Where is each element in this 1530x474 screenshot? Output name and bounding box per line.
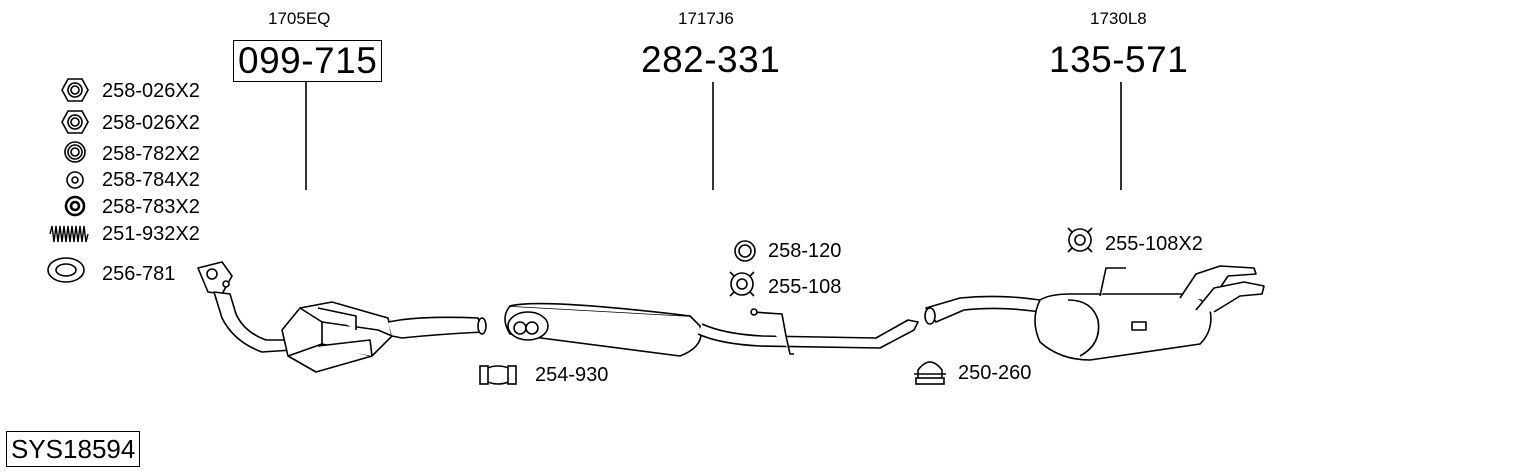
spring-icon bbox=[49, 225, 89, 243]
accessory-label: 258-026X2 bbox=[102, 112, 200, 134]
assembly-ref-label: 1705EQ bbox=[268, 9, 331, 28]
accessory-label: 254-930 bbox=[535, 364, 609, 386]
accessory-label: 258-120 bbox=[768, 240, 842, 262]
accessory-label: 255-108 bbox=[768, 276, 842, 298]
thick-washer-icon bbox=[64, 195, 86, 217]
accessory-label: 250-260 bbox=[958, 362, 1032, 384]
rubber-mount-icon bbox=[729, 271, 755, 297]
rubber-mount-icon bbox=[1067, 227, 1093, 253]
accessory-label: 258-782X2 bbox=[102, 143, 200, 165]
hex-nut-icon bbox=[61, 78, 89, 102]
system-code-label: SYS18594 bbox=[6, 431, 141, 467]
u-clamp-icon bbox=[914, 361, 946, 385]
accessory-label: 258-783X2 bbox=[102, 196, 200, 218]
accessory-label: 255-108X2 bbox=[1105, 233, 1203, 255]
catalytic-converter-section bbox=[197, 261, 487, 373]
spring-washer-icon bbox=[64, 141, 86, 163]
accessory-label: 256-781 bbox=[102, 263, 176, 285]
rear-muffler-section bbox=[924, 265, 1265, 361]
washer-icon bbox=[66, 171, 84, 189]
part-number-label: 099-715 bbox=[233, 40, 383, 82]
gasket-ring-icon bbox=[47, 257, 85, 283]
assembly-ref-label: 1730L8 bbox=[1090, 9, 1147, 28]
accessory-label: 258-026X2 bbox=[102, 80, 200, 102]
center-muffler-section bbox=[504, 302, 919, 357]
part-number-label: 282-331 bbox=[641, 39, 781, 80]
clamp-icon bbox=[479, 365, 517, 385]
part-number-label: 135-571 bbox=[1049, 39, 1189, 80]
accessory-label: 258-784X2 bbox=[102, 169, 200, 191]
ring-icon bbox=[734, 240, 756, 262]
hex-nut-icon bbox=[61, 110, 89, 134]
assembly-ref-label: 1717J6 bbox=[678, 9, 734, 28]
accessory-label: 251-932X2 bbox=[102, 223, 200, 245]
